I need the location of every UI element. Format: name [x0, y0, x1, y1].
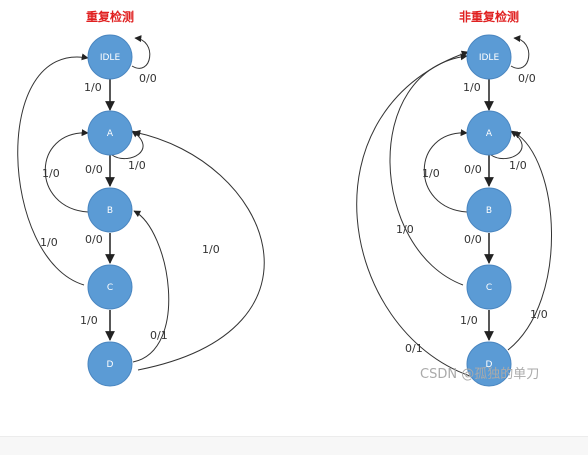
edge-label: 0/0 [85, 233, 103, 246]
state-c: C [87, 264, 133, 310]
state-a: A [87, 110, 133, 156]
state-circle [87, 264, 133, 310]
right-edges [356, 35, 552, 377]
state-b: B [87, 187, 133, 233]
state-c: C [466, 264, 512, 310]
edge-label: 0/0 [85, 163, 103, 176]
state-circle [466, 110, 512, 156]
watermark: CSDN @孤独的单刀 [420, 366, 539, 382]
state-circle [466, 34, 512, 80]
edge-label: 0/0 [518, 72, 536, 85]
right-edge-d-a [507, 131, 552, 351]
footer-bar [0, 436, 588, 455]
edge-label: 0/1 [405, 342, 423, 355]
state-label: IDLE [479, 53, 500, 63]
edge-label: 1/0 [396, 223, 414, 236]
state-d: D [466, 341, 512, 387]
edge-label: 1/0 [422, 167, 440, 180]
state-label: A [486, 129, 493, 139]
edge-label: 1/0 [509, 159, 527, 172]
left-edge-d-b [132, 210, 170, 363]
state-circle [87, 110, 133, 156]
state-label: C [107, 283, 113, 293]
edge-label: 1/0 [128, 159, 146, 172]
edge-label: 1/0 [42, 167, 60, 180]
edge-label: 1/0 [460, 314, 478, 327]
right-title: 非重复检测 [459, 9, 519, 24]
state-label: C [486, 283, 492, 293]
state-d: D [87, 341, 133, 387]
state-label: B [107, 206, 113, 216]
edge-label: 0/0 [464, 233, 482, 246]
state-circle [87, 34, 133, 80]
left-edge-idle-self [131, 35, 151, 69]
left-edge-b-a [44, 129, 89, 213]
state-idle: IDLE [87, 34, 133, 80]
edge-label: 1/0 [84, 81, 102, 94]
left-edge-d-a [133, 129, 265, 371]
state-b: B [466, 187, 512, 233]
state-label: D [486, 360, 493, 370]
state-label: B [486, 206, 492, 216]
state-circle [87, 341, 133, 387]
edge-label: 1/0 [40, 236, 58, 249]
state-diagrams: 重复检测 IDLE A B C [17, 9, 552, 387]
state-label: IDLE [100, 53, 121, 63]
state-circle [466, 341, 512, 387]
edge-label: 1/0 [80, 314, 98, 327]
state-idle: IDLE [466, 34, 512, 80]
state-circle [466, 187, 512, 233]
edge-label: 0/0 [464, 163, 482, 176]
right-edge-idle-self [510, 35, 530, 69]
right-diagram: 非重复检测 IDLE A B C [356, 9, 552, 387]
state-label: D [107, 360, 114, 370]
left-diagram: 重复检测 IDLE A B C [17, 9, 265, 387]
state-circle [87, 187, 133, 233]
edge-label: 1/0 [530, 308, 548, 321]
right-edge-d-idle [356, 50, 471, 377]
state-a: A [466, 110, 512, 156]
left-edges [17, 35, 265, 371]
edge-label: 1/0 [202, 243, 220, 256]
state-label: A [107, 129, 114, 139]
right-edge-b-a [423, 129, 468, 213]
edge-label: 1/0 [463, 81, 481, 94]
state-circle [466, 264, 512, 310]
edge-label: 0/1 [150, 329, 168, 342]
left-edge-c-idle [17, 53, 89, 286]
edge-label: 0/0 [139, 72, 157, 85]
left-title: 重复检测 [86, 9, 134, 24]
